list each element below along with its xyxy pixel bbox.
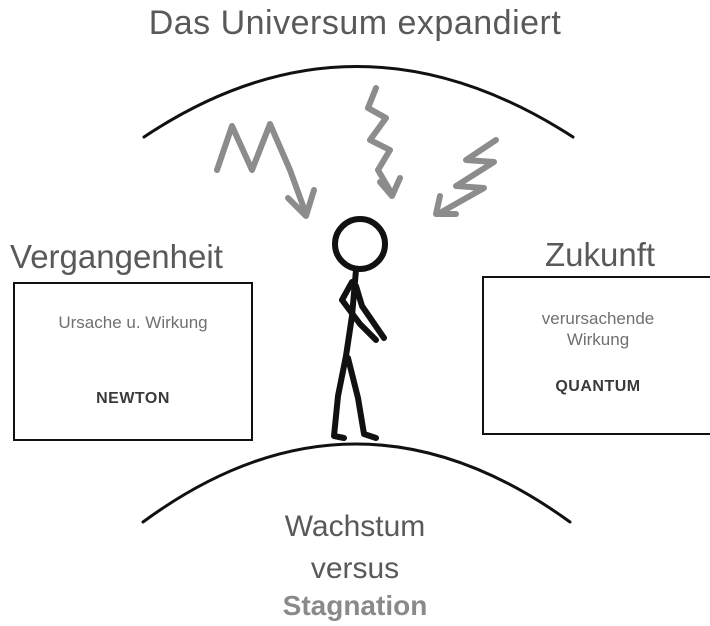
- bottom-line-versus: versus: [310, 552, 400, 585]
- past-heading: Vergangenheit: [10, 238, 223, 275]
- future-box: verursachende Wirkung QUANTUM: [482, 276, 710, 435]
- past-name: NEWTON: [96, 390, 170, 407]
- bottom-line-growth: Wachstum: [284, 510, 426, 543]
- future-heading: Zukunft: [545, 236, 656, 273]
- diagram-title: Das Universum expandiert: [148, 4, 562, 42]
- future-name: QUANTUM: [555, 378, 641, 395]
- zigzag-arrow-right: [433, 137, 499, 217]
- bottom-line-stagnation: Stagnation: [282, 590, 428, 621]
- zigzag-arrow-left: [214, 121, 317, 219]
- past-description: Ursache u. Wirkung: [58, 313, 208, 332]
- future-description: verursachende Wirkung: [541, 309, 655, 349]
- past-box: Ursache u. Wirkung NEWTON: [13, 282, 253, 441]
- top-arc: [142, 65, 575, 139]
- stick-figure-icon: [331, 216, 388, 441]
- bottom-arc: [141, 442, 572, 524]
- zigzag-arrow-middle: [365, 85, 403, 199]
